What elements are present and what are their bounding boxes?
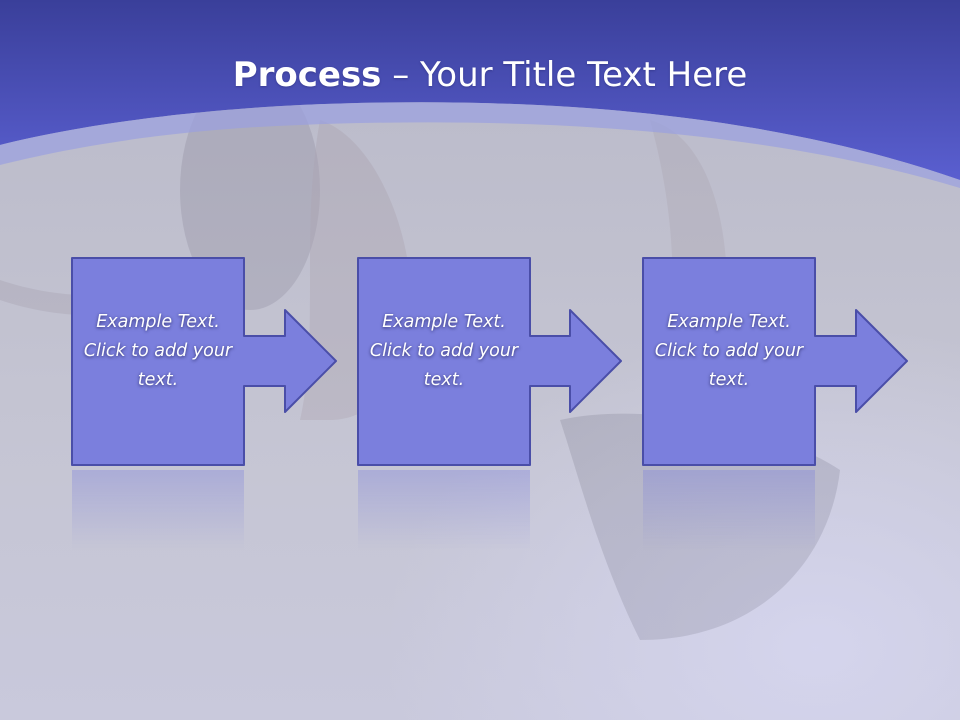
process-step-3[interactable]: Example Text. Click to add your text. — [642, 256, 816, 466]
step-text: Example Text. Click to add your text. — [654, 311, 804, 390]
process-step-2[interactable]: Example Text. Click to add your text. — [357, 256, 531, 466]
title-bold: Process — [232, 55, 382, 95]
step-reflections — [72, 470, 815, 550]
title-rest: – Your Title Text Here — [381, 55, 748, 95]
process-step-shape-3 — [642, 257, 908, 466]
slide-title[interactable]: Process – Your Title Text Here — [0, 53, 960, 97]
step-text: Example Text. Click to add your text. — [369, 311, 519, 390]
process-step-shape-2 — [357, 257, 622, 466]
process-step-shape-1 — [71, 257, 337, 466]
step-text: Example Text. Click to add your text. — [83, 311, 233, 390]
process-step-1[interactable]: Example Text. Click to add your text. — [71, 256, 245, 466]
